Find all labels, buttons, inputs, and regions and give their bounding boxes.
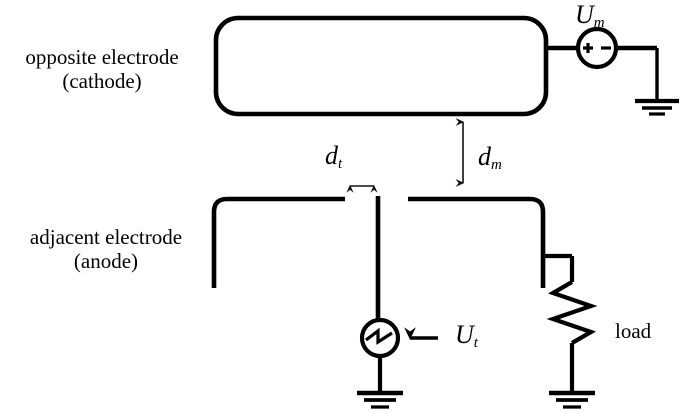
anode-label: adjacent electrode (anode) bbox=[0, 225, 216, 273]
anode-label-line2: (anode) bbox=[73, 248, 139, 273]
cathode-label-line2: (cathode) bbox=[62, 68, 142, 93]
anode-electrode-right bbox=[408, 196, 546, 288]
dt-symbol-label: dt bbox=[325, 141, 342, 173]
anode-electrode-left bbox=[211, 196, 345, 288]
load-resistor-zigzag-icon bbox=[546, 280, 598, 345]
cathode-label: opposite electrode (cathode) bbox=[0, 45, 212, 93]
cathode-electrode-body bbox=[213, 15, 549, 117]
dm-symbol-base: d bbox=[478, 142, 491, 171]
ut-symbol-label: Ut bbox=[455, 320, 478, 352]
load-label: load bbox=[615, 319, 652, 343]
cathode-label-line1: opposite electrode bbox=[25, 45, 179, 69]
ut-pulse-waveform-icon bbox=[365, 327, 393, 345]
anode-label-line1: adjacent electrode bbox=[29, 225, 183, 249]
dm-symbol-subscript: m bbox=[491, 157, 502, 174]
dt-symbol-subscript: t bbox=[338, 156, 343, 173]
dt-symbol-base: d bbox=[325, 141, 338, 170]
um-symbol-base: U bbox=[575, 0, 594, 29]
ut-symbol-subscript: t bbox=[473, 335, 478, 352]
ut-symbol-base: U bbox=[455, 320, 474, 349]
um-symbol-subscript: m bbox=[593, 15, 605, 32]
um-symbol-label: Um bbox=[575, 0, 605, 32]
dm-symbol-label: dm bbox=[478, 142, 502, 174]
